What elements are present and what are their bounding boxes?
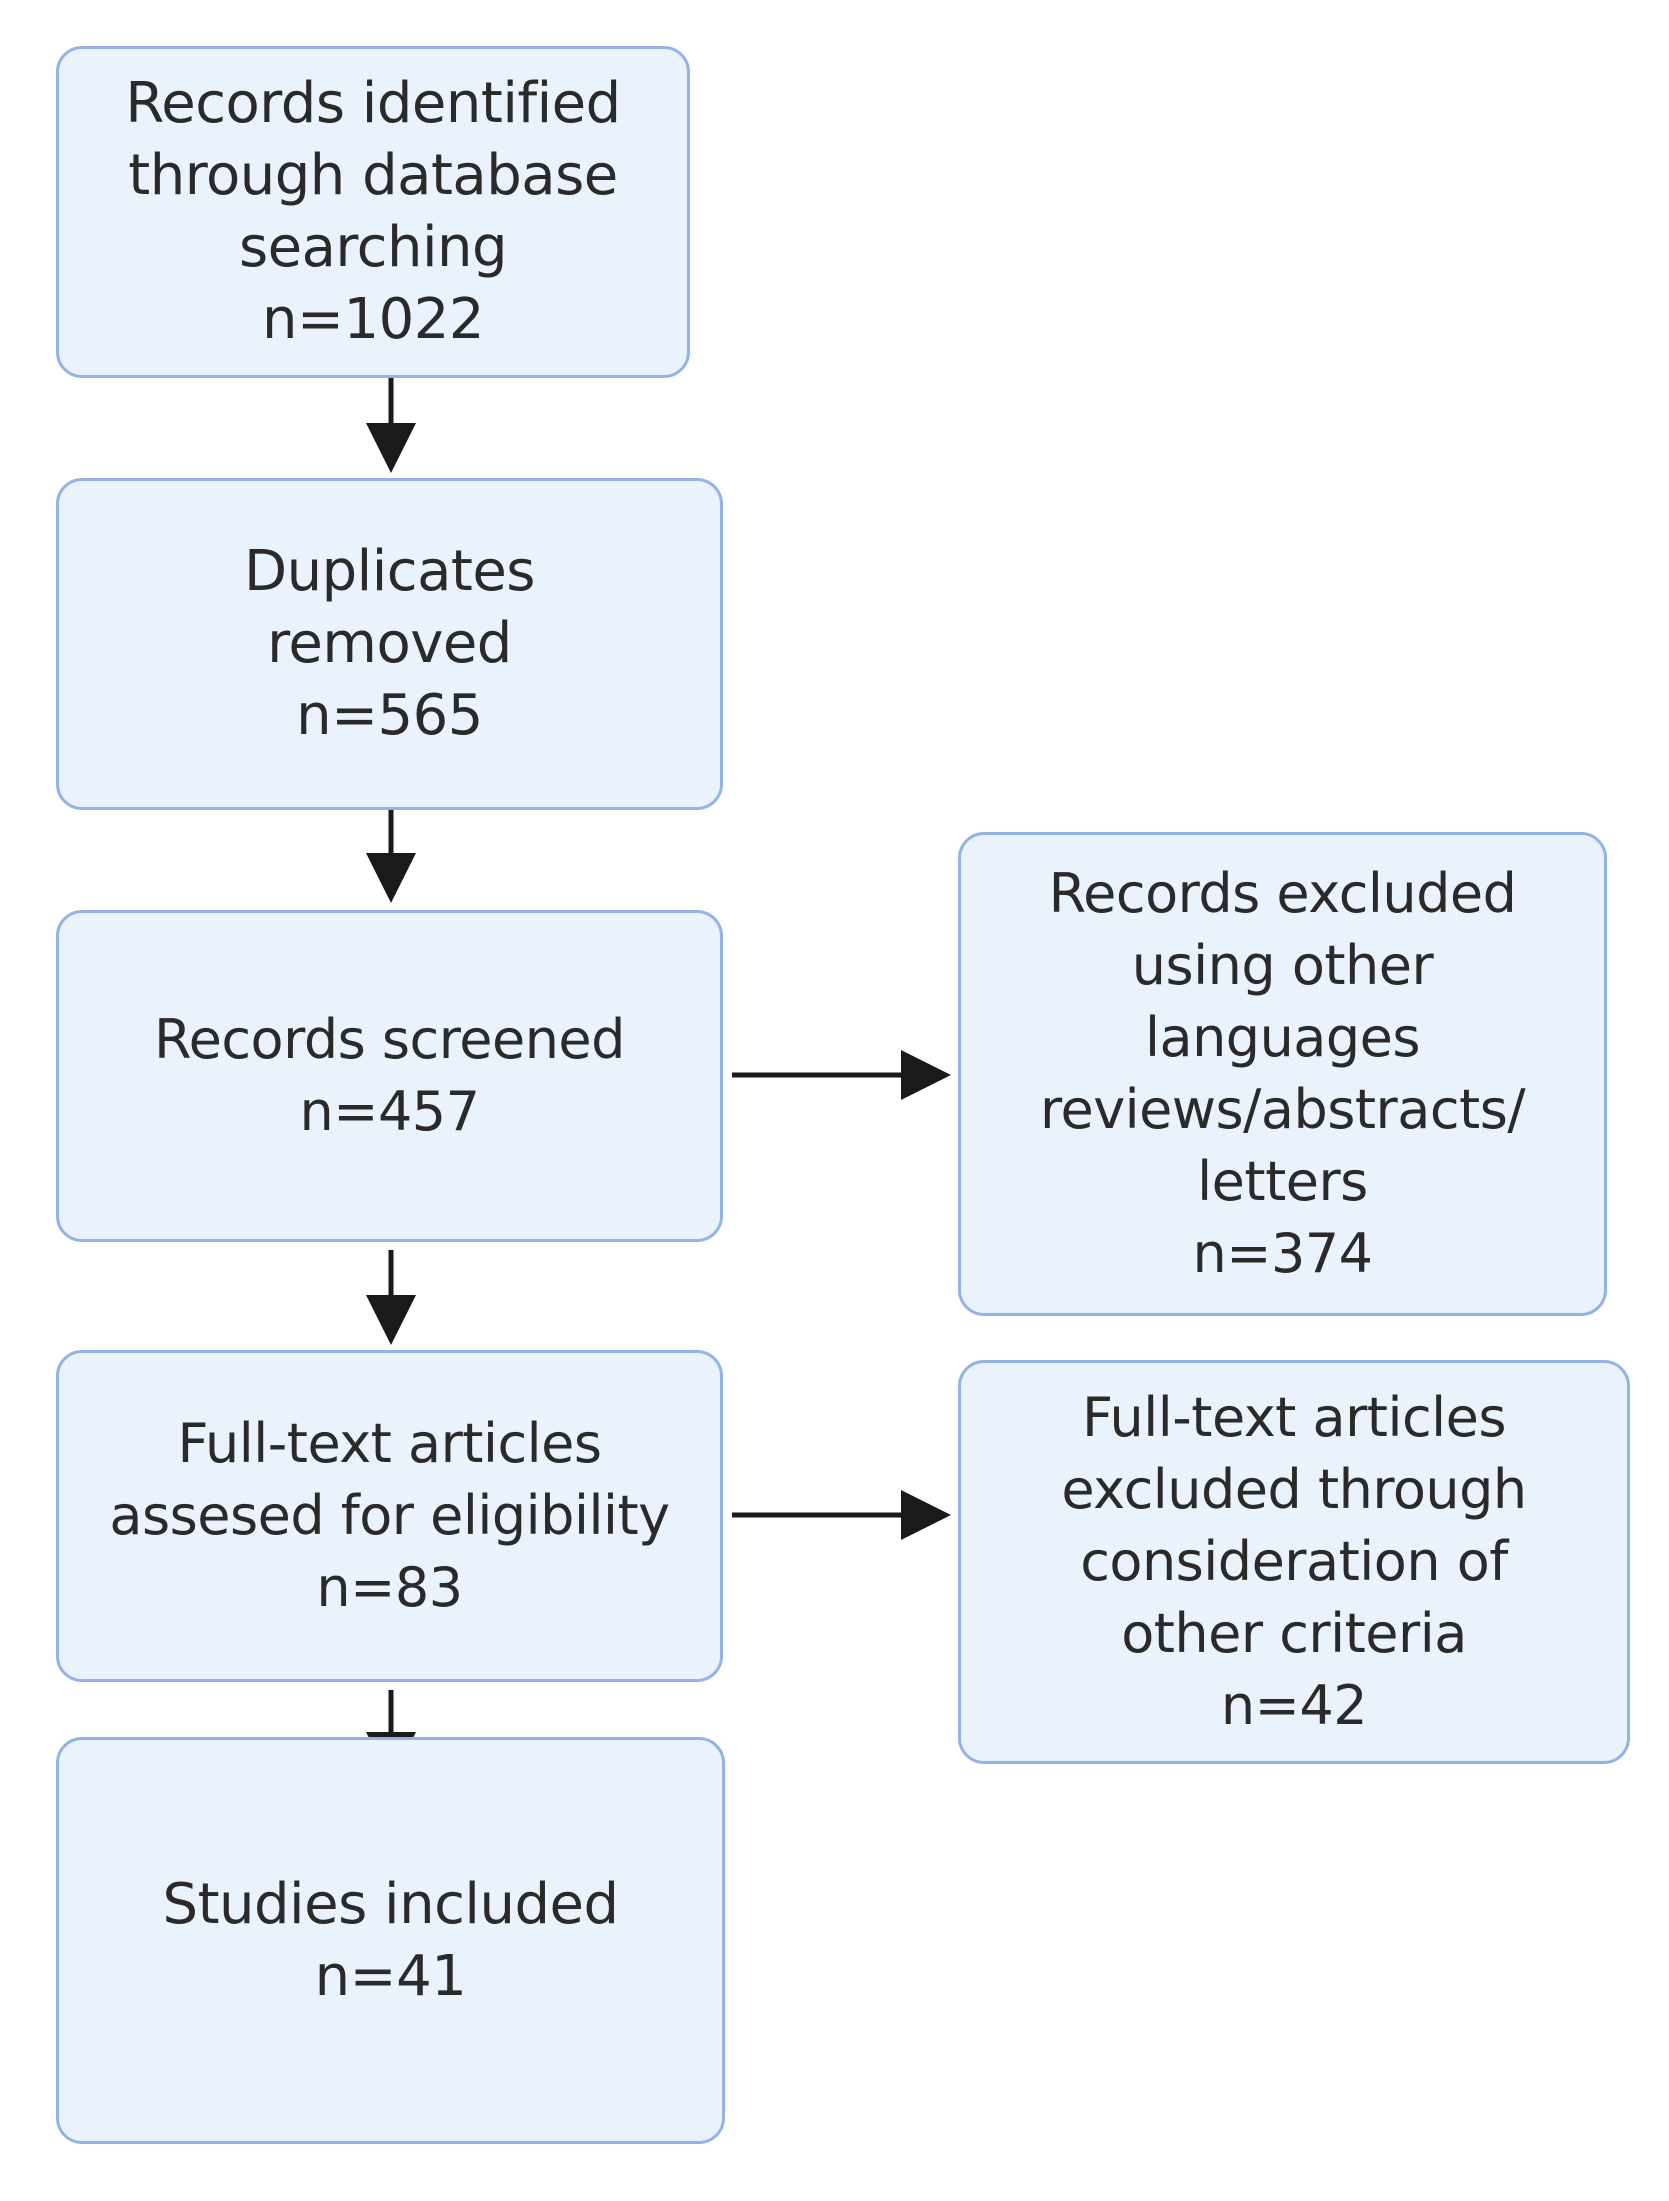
fulltext-excluded-criteria-line-3: consideration of [1080,1530,1508,1593]
duplicates-removed-box: Duplicates removed n=565 [56,478,723,810]
records-screened-box: Records screened n=457 [56,910,723,1242]
records-identified-line-2: through database [128,143,618,208]
records-excluded-language-line-5: letters [1197,1150,1368,1213]
records-identified-line-3: searching [238,215,508,280]
fulltext-excluded-criteria-box: Full-text articles excluded through cons… [958,1360,1630,1764]
records-excluded-language-line-1: Records excluded [1048,862,1517,925]
fulltext-assessed-line-1: Full-text articles [177,1412,602,1475]
records-screened-line-1: Records screened [154,1008,625,1071]
records-excluded-language-line-3: languages [1144,1006,1421,1069]
records-identified-count: n=1022 [262,287,484,352]
records-excluded-language-line-4: reviews/abstracts/ [1039,1078,1526,1141]
fulltext-excluded-criteria-count: n=42 [1220,1674,1368,1737]
studies-included-count: n=41 [314,1943,467,2009]
duplicates-removed-line-2: removed [267,611,512,676]
studies-included-line-1: Studies included [162,1871,619,1937]
records-excluded-language-line-2: using other [1131,934,1434,997]
fulltext-excluded-criteria-line-4: other criteria [1121,1602,1467,1665]
duplicates-removed-line-1: Duplicates [244,539,535,604]
fulltext-excluded-criteria-line-1: Full-text articles [1081,1386,1507,1449]
records-screened-count: n=457 [299,1080,480,1143]
fulltext-assessed-count: n=83 [316,1556,463,1619]
fulltext-excluded-criteria-line-2: excluded through [1061,1458,1527,1521]
duplicates-removed-count: n=565 [296,683,483,748]
records-identified-line-1: Records identified [125,71,621,136]
records-identified-box: Records identified through database sear… [56,46,690,378]
fulltext-assessed-box: Full-text articles assesed for eligibili… [56,1350,723,1682]
records-excluded-language-box: Records excluded using other languages r… [958,832,1607,1316]
records-excluded-language-count: n=374 [1192,1222,1373,1285]
studies-included-box: Studies included n=41 [56,1737,725,2144]
fulltext-assessed-line-2: assesed for eligibility [109,1484,670,1547]
